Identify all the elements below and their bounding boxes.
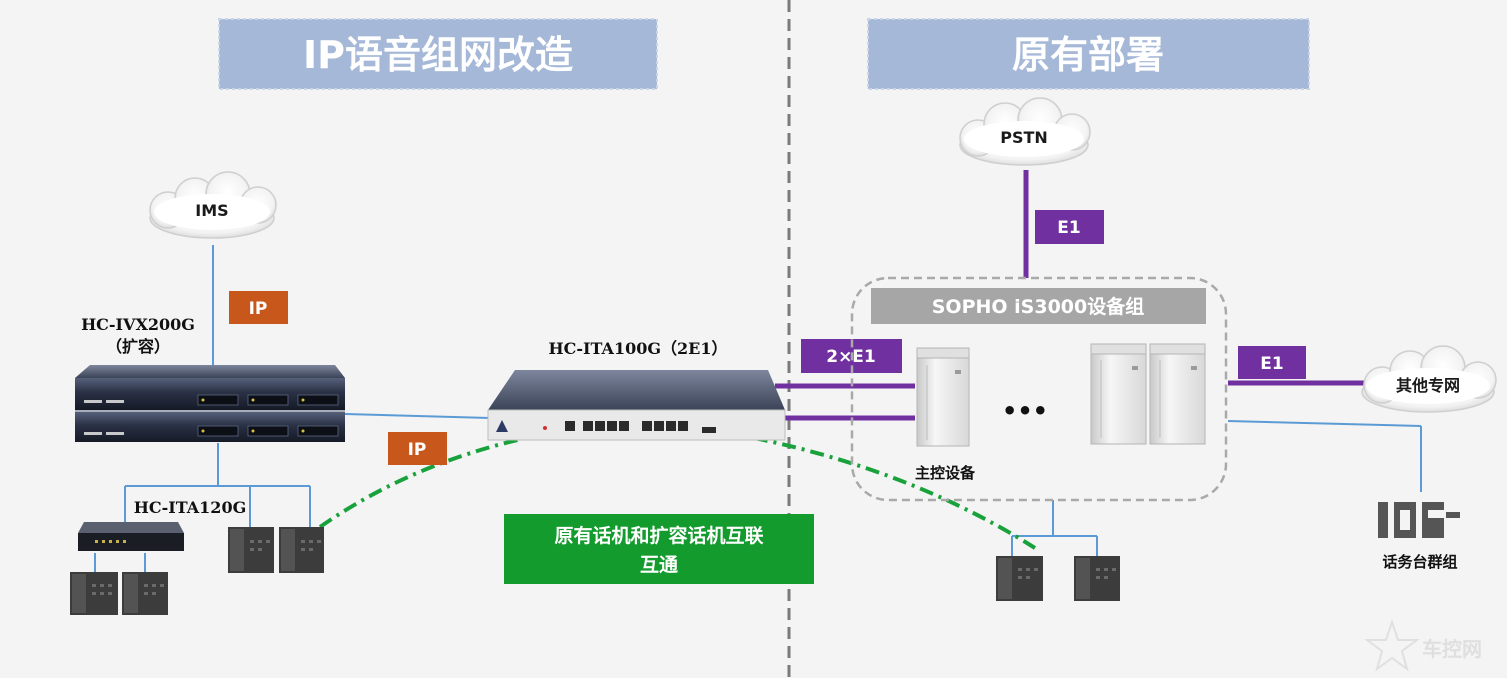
phones-left: [70, 527, 324, 615]
phone-icon: [279, 527, 324, 573]
ivx-ita100-link: [344, 413, 491, 419]
sopho-group-header: [871, 288, 1206, 324]
svg-text:IP: IP: [249, 299, 268, 319]
right-title: 原有部署: [1012, 33, 1164, 77]
pstn-cloud: PSTN: [959, 97, 1091, 166]
phone-icon: [70, 572, 118, 615]
phone-icon: [996, 556, 1043, 601]
ivx200g-device: HC-IVX200G （扩容）: [75, 315, 345, 442]
right-title-band: 原有部署: [867, 18, 1310, 90]
other-network-label: 其他专网: [1396, 376, 1460, 395]
interconnect-right-path: [667, 422, 1037, 550]
ims-label: IMS: [195, 201, 228, 220]
left-title-band: IP语音组网改造: [218, 18, 658, 90]
ip-tag-top: IP: [229, 291, 288, 324]
console-group-label: 话务台群组: [1382, 553, 1457, 571]
svg-text:E1: E1: [1057, 218, 1080, 238]
sopho-group-label: SOPHO iS3000设备组: [932, 295, 1145, 318]
ita120-model-label: HC-ITA120G: [134, 498, 246, 517]
phones-right: [996, 556, 1120, 601]
ivx-model-label: HC-IVX200G: [81, 315, 195, 334]
ivx-note-label: （扩容）: [106, 337, 170, 356]
other-network-cloud: 其他专网: [1361, 345, 1497, 413]
ita100-model-label: HC-ITA100G（2E1）: [549, 339, 728, 358]
star-icon: [1363, 618, 1421, 672]
cabinet-2: [1090, 343, 1147, 445]
phone-icon: [228, 527, 274, 573]
console-icon: [1378, 502, 1460, 538]
svg-text:E1: E1: [1260, 354, 1283, 374]
phone-icon: [1074, 556, 1120, 601]
cabinet-3: [1149, 343, 1206, 445]
ip-tag-mid: IP: [388, 432, 447, 465]
interconnect-line2: 互通: [640, 554, 679, 576]
e1-tag-pstn: E1: [1035, 210, 1104, 244]
console-group: 话务台群组: [1378, 502, 1460, 571]
ita120g-device: HC-ITA120G: [78, 498, 246, 551]
left-title: IP语音组网改造: [303, 33, 573, 77]
watermark-text: 车控网: [1422, 637, 1482, 661]
main-control-cabinet: [916, 347, 970, 447]
main-control-label: 主控设备: [915, 464, 976, 482]
sopho-group: SOPHO iS3000设备组 主控设备 •••: [850, 276, 1228, 502]
pstn-label: PSTN: [1000, 128, 1048, 147]
phone-icon: [122, 572, 168, 615]
svg-text:IP: IP: [408, 440, 427, 460]
ims-cloud: IMS: [149, 171, 277, 239]
ita100g-device: HC-ITA100G（2E1）: [487, 339, 786, 441]
interconnect-line1: 原有话机和扩容话机互联: [554, 524, 763, 547]
watermark: 车控网: [1363, 618, 1482, 672]
console-link: [1227, 420, 1422, 427]
interconnect-label: 原有话机和扩容话机互联 互通: [504, 514, 814, 584]
e1-tag-other: E1: [1238, 346, 1306, 379]
ellipsis: •••: [1002, 397, 1048, 425]
